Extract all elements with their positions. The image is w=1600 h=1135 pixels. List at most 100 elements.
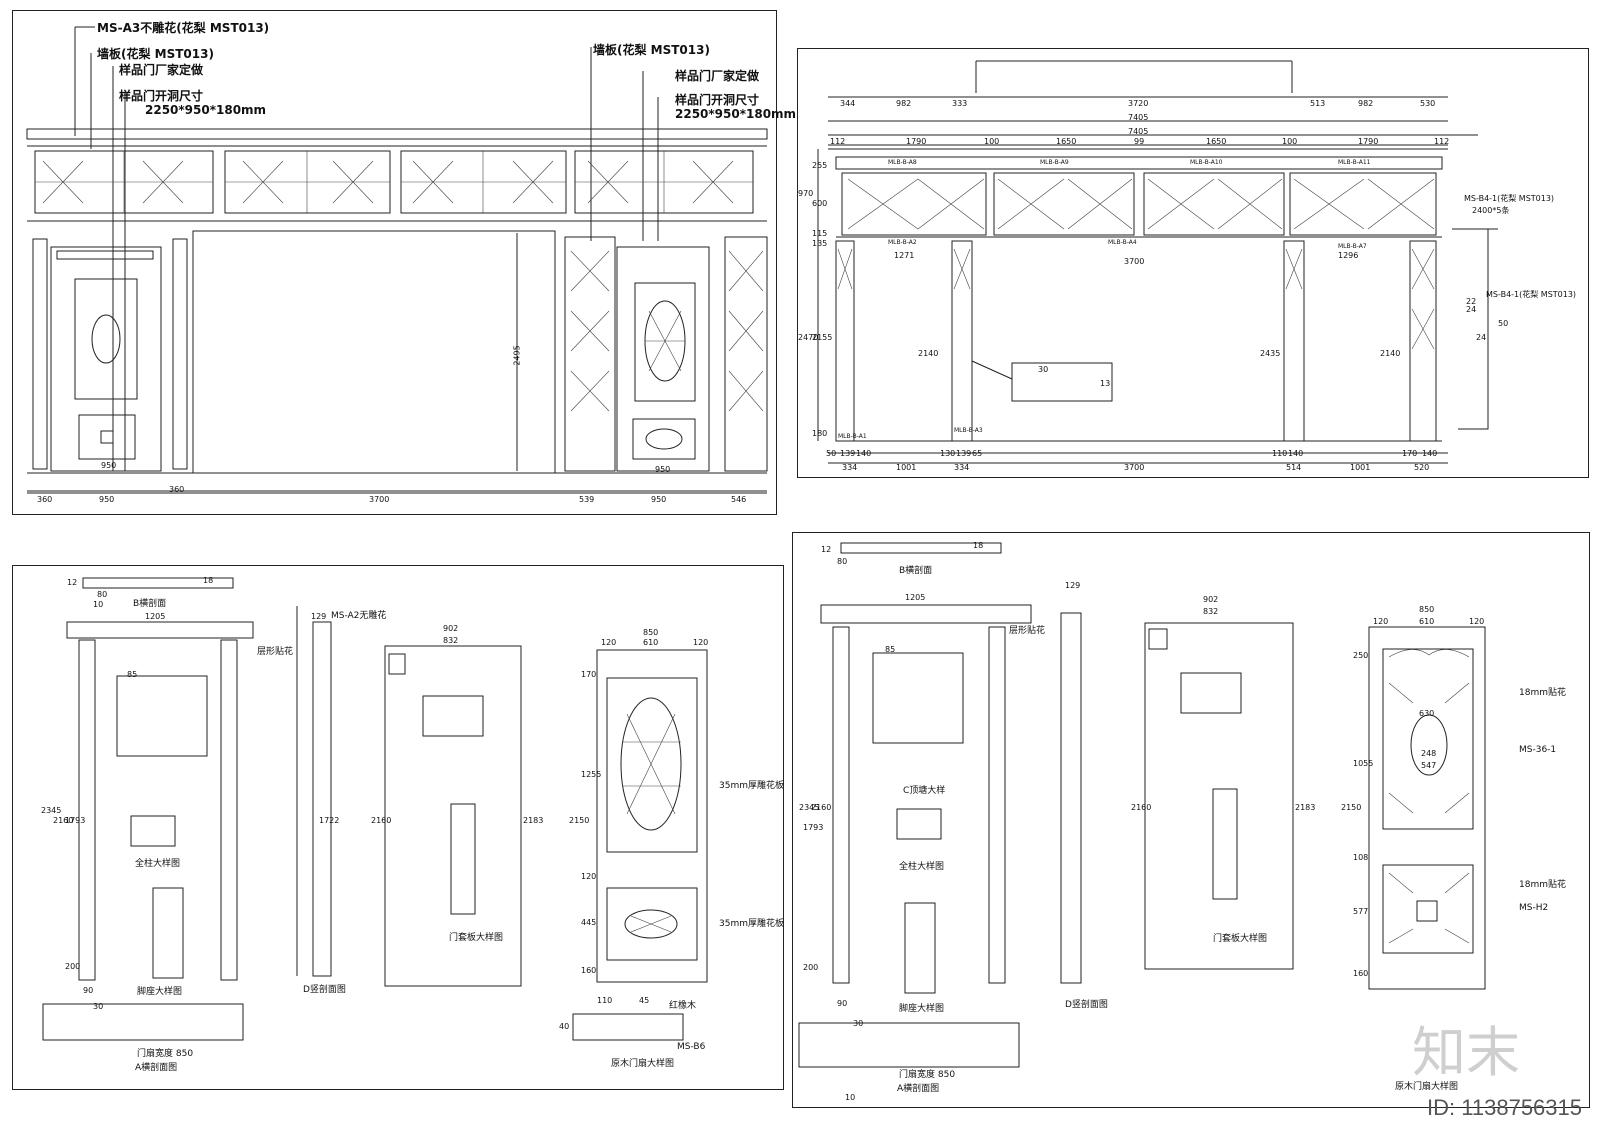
dim: 10 bbox=[845, 1093, 856, 1102]
dim-total-2: 7405 bbox=[1128, 127, 1149, 136]
dim: 1793 bbox=[803, 823, 824, 832]
title-a-section-2: A横剖面图 bbox=[897, 1084, 940, 1094]
dim-left: 2470 bbox=[798, 333, 819, 342]
section-dim: 22 bbox=[1466, 297, 1477, 306]
dim: 1793 bbox=[65, 816, 86, 825]
dim-row2: 99 bbox=[1134, 137, 1145, 146]
dim: 120 bbox=[581, 872, 597, 881]
panel-details-right: B横剖面 C顶塘大样 全柱大样图 脚座大样图 A横剖面图 D竖剖面图 门套板大样… bbox=[792, 532, 1590, 1108]
detail-drawing-left bbox=[42, 577, 708, 1041]
callout-leaf-width: 门扇宽度 850 bbox=[137, 1049, 194, 1059]
callout-ms-b4-1: MS-B4-1(花梨 MST013) bbox=[1464, 194, 1555, 203]
dim: 248 bbox=[1421, 749, 1437, 758]
dim-bottom-tr: 140 bbox=[1422, 449, 1438, 458]
dim: 2183 bbox=[523, 816, 544, 825]
dim-mid: 2435 bbox=[1260, 349, 1281, 358]
callout-red-oak: 红橡木 bbox=[669, 1001, 697, 1011]
dim: 2150 bbox=[569, 816, 590, 825]
callout-ms-36-1: MS-36-1 bbox=[1519, 745, 1557, 755]
callout-carved-panel-2: 35mm厚雕花板 bbox=[719, 919, 784, 929]
title-door-leaf-detail: 原木门扇大样图 bbox=[611, 1059, 675, 1069]
callout-ms-b6: MS-B6 bbox=[677, 1042, 706, 1052]
dim: 90 bbox=[837, 999, 848, 1008]
dim: 120 bbox=[1373, 617, 1389, 626]
dim-bottom-tr: 65 bbox=[972, 449, 983, 458]
callout-sample-door-right: 样品门厂家定做 bbox=[675, 69, 760, 83]
title-a-section: A横剖面图 bbox=[135, 1063, 178, 1073]
dim: 45 bbox=[639, 996, 650, 1005]
dim: 2160 bbox=[1131, 803, 1152, 812]
dim: 40 bbox=[559, 1022, 570, 1031]
dim: 10 bbox=[93, 600, 104, 609]
dim: 832 bbox=[1203, 607, 1219, 616]
dim-door-width-right: 950 bbox=[655, 465, 671, 474]
dim-bottom-tr: 110 bbox=[1272, 449, 1288, 458]
dim: 129 bbox=[311, 612, 327, 621]
dim-top: 982 bbox=[1358, 99, 1374, 108]
dim: 30 bbox=[853, 1019, 864, 1028]
tag: MLB-B-A9 bbox=[1040, 159, 1069, 166]
dim-row2: 112 bbox=[1434, 137, 1450, 146]
title-door-leaf-detail-2: 原木门扇大样图 bbox=[1395, 1082, 1459, 1092]
dim: 850 bbox=[643, 628, 659, 637]
watermark-logo: 知末 bbox=[1412, 1021, 1520, 1084]
dim-bottom-tr: 170 bbox=[1402, 449, 1418, 458]
dim: 90 bbox=[83, 986, 94, 995]
dim-bottom: 539 bbox=[579, 495, 595, 504]
dim-row2: 1790 bbox=[1358, 137, 1379, 146]
dim: 200 bbox=[65, 962, 81, 971]
dim-bottom-tr2: 334 bbox=[954, 463, 970, 472]
tag: MLB-B-A4 bbox=[1108, 239, 1137, 246]
dim-mid: 1296 bbox=[1338, 251, 1359, 260]
dim-height: 2495 bbox=[512, 345, 522, 366]
dim: 850 bbox=[1419, 605, 1435, 614]
callout-door-opening: 样品门开洞尺寸 bbox=[119, 89, 204, 103]
dim: 80 bbox=[837, 557, 848, 566]
section-dim: 24 bbox=[1476, 333, 1487, 342]
callout-carved-panel: 35mm厚雕花板 bbox=[719, 781, 784, 791]
callout-ms-a3: MS-A3不雕花(花梨 MST013) bbox=[97, 21, 270, 35]
dim-left: 2155 bbox=[812, 333, 833, 342]
dim: 12 bbox=[67, 578, 78, 587]
title-d-section-2: D竖剖面图 bbox=[1065, 1000, 1108, 1010]
dim-row2: 100 bbox=[1282, 137, 1298, 146]
dim-bottom-tr2: 1001 bbox=[896, 463, 917, 472]
dim-bottom-tr: 139 bbox=[840, 449, 856, 458]
dim-door-width-left: 950 bbox=[101, 461, 117, 470]
dim: 445 bbox=[581, 918, 597, 927]
dim-row2: 1650 bbox=[1056, 137, 1077, 146]
dim-bottom: 950 bbox=[651, 495, 667, 504]
callout-leaf-width-2: 门扇宽度 850 bbox=[899, 1070, 956, 1080]
dim-bottom: 546 bbox=[731, 495, 747, 504]
dim-mid: 2140 bbox=[918, 349, 939, 358]
dim: 2183 bbox=[1295, 803, 1316, 812]
callout-door-opening-size: 2250*950*180mm bbox=[145, 103, 267, 117]
dim: 80 bbox=[97, 590, 108, 599]
callout-18mm-flower: 18mm贴花 bbox=[1519, 688, 1566, 698]
title-b-section: B横剖面 bbox=[133, 599, 167, 609]
dim: 2160 bbox=[371, 816, 392, 825]
dim: 610 bbox=[1419, 617, 1435, 626]
dim: 108 bbox=[1353, 853, 1369, 862]
dim-left: 135 bbox=[812, 239, 828, 248]
dim: 1055 bbox=[1353, 759, 1374, 768]
dim: 170 bbox=[581, 670, 597, 679]
dim-bottom-tr: 50 bbox=[826, 449, 837, 458]
dim-top: 3720 bbox=[1128, 99, 1149, 108]
callout-layered-flower-2: 层形贴花 bbox=[1009, 626, 1046, 636]
dim-bottom-tr2: 1001 bbox=[1350, 463, 1371, 472]
tag: MLB-B-A7 bbox=[1338, 243, 1367, 250]
dim-row2: 112 bbox=[830, 137, 846, 146]
dim-top: 344 bbox=[840, 99, 856, 108]
dim: 85 bbox=[127, 670, 138, 679]
tag: MLB-B-A10 bbox=[1190, 159, 1223, 166]
elevation-dim-drawing bbox=[817, 60, 1498, 464]
dim: 1255 bbox=[581, 770, 602, 779]
dim: 120 bbox=[693, 638, 709, 647]
dim: 160 bbox=[1353, 969, 1369, 978]
dim-top: 333 bbox=[952, 99, 968, 108]
dim: 902 bbox=[1203, 595, 1219, 604]
callout-wall-panel-right: 墙板(花梨 MST013) bbox=[593, 43, 710, 57]
dim: 1722 bbox=[319, 816, 340, 825]
tag: MLB-B-A3 bbox=[954, 427, 983, 434]
